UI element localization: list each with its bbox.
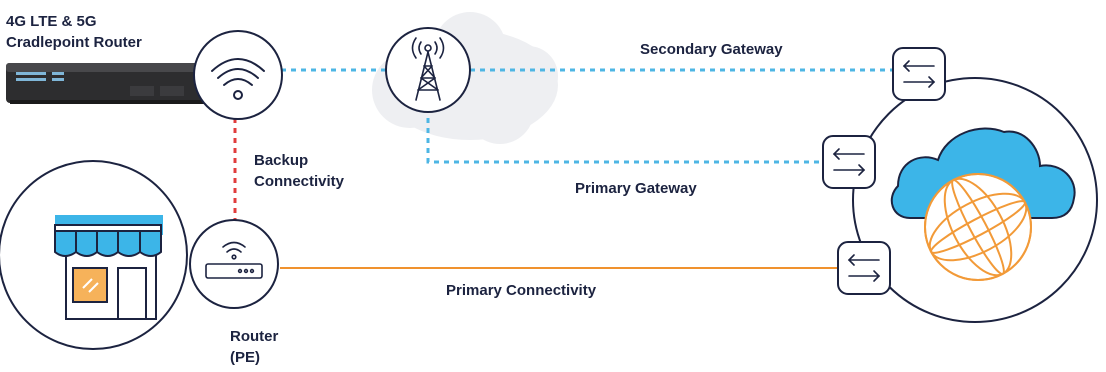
cellular-links (281, 68, 893, 164)
gateway-arrows-icon (892, 47, 946, 101)
primary-gateway-label: Primary Gateway (575, 180, 697, 197)
cell-tower-icon (385, 27, 471, 113)
gateway-arrows-icon (822, 135, 876, 189)
router-label-line1: Router (230, 328, 279, 345)
router-pe-label: Router (PE) (230, 326, 278, 368)
cradlepoint-label-line1: 4G LTE & 5G (6, 13, 97, 30)
router-icon (189, 219, 279, 309)
backup-label-line1: Backup (254, 152, 309, 169)
cradlepoint-label-line2: Cradlepoint Router (6, 34, 142, 51)
secondary-gateway-label: Secondary Gateway (640, 41, 783, 58)
primary-connectivity-label: Primary Connectivity (446, 282, 597, 299)
cradlepoint-router-device (6, 63, 216, 104)
globe-icon (924, 173, 1032, 281)
backup-label-line2: Connectivity (254, 173, 345, 190)
storefront-icon (54, 215, 163, 320)
router-label-line2: (PE) (230, 349, 260, 366)
wifi-icon (193, 30, 283, 120)
backup-connectivity-label: Backup Connectivity (254, 150, 344, 192)
gateway-arrows-icon (837, 241, 891, 295)
cradlepoint-router-label: 4G LTE & 5G Cradlepoint Router (6, 11, 142, 53)
